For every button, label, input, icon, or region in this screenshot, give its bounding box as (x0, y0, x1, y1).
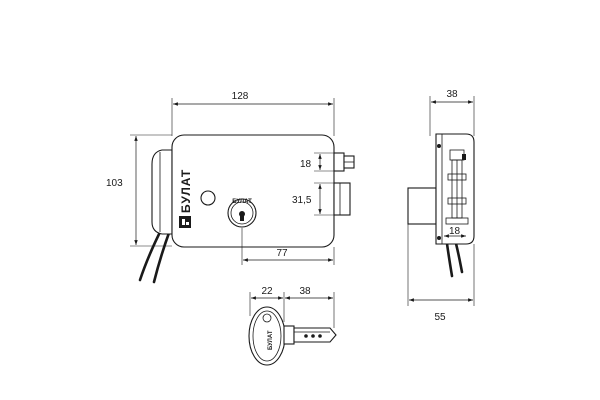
dimension-31-5: 31,5 (292, 195, 312, 206)
side-view: 38 18 55 (407, 89, 475, 323)
dimension-128: 128 (232, 91, 249, 102)
dimension-55: 55 (434, 312, 446, 323)
dimension-22-key: 22 (261, 286, 273, 297)
dimension-77: 77 (276, 248, 288, 259)
lock-body (171, 134, 335, 248)
dimension-18-side: 18 (449, 226, 461, 237)
cylinder-barrel (407, 187, 437, 225)
key-head (248, 306, 286, 366)
dimension-38-side: 38 (446, 89, 458, 100)
brand-logo: БУЛАТ (179, 169, 193, 228)
key-blade (293, 327, 337, 343)
side-housing (151, 149, 173, 235)
side-body (435, 133, 475, 245)
latch-bolt (333, 152, 345, 172)
dimension-38-key: 38 (299, 286, 311, 297)
key-view: 22 38 БУЛАТ (248, 286, 337, 366)
dimension-103: 103 (106, 178, 123, 189)
wire-1 (138, 226, 164, 282)
key-cylinder: БУЛАТ (227, 198, 257, 228)
cylinder-label: БУЛАТ (232, 199, 252, 205)
deadbolt (333, 182, 351, 216)
wire-2 (152, 228, 172, 284)
dimension-18-latch: 18 (300, 159, 312, 170)
front-view: БУЛАТ БУЛАТ 128 103 18 31,5 (106, 91, 355, 284)
key-label: БУЛАТ (268, 330, 274, 350)
brand-text: БУЛАТ (179, 169, 193, 213)
release-button (200, 190, 216, 206)
